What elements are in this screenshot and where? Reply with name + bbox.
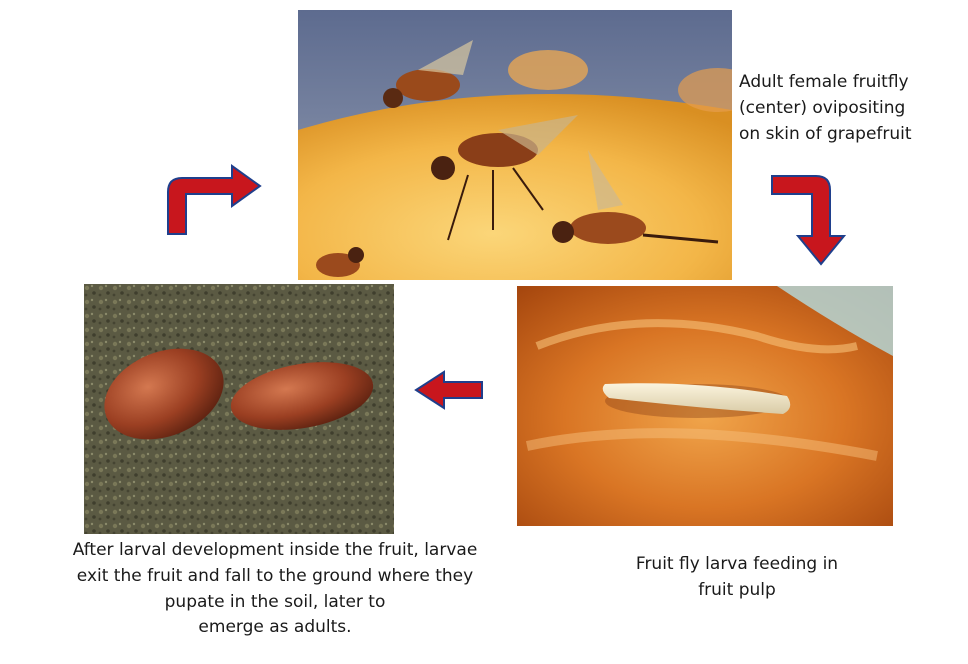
photo-adult-flies-on-grapefruit <box>298 10 732 280</box>
photo-larva-in-fruit-pulp <box>517 286 893 526</box>
caption-larva-feeding: Fruit fly larva feeding in fruit pulp <box>592 552 882 604</box>
caption-line: emerge as adults. <box>0 615 550 641</box>
caption-line: fruit pulp <box>592 578 882 604</box>
caption-line: Fruit fly larva feeding in <box>592 552 882 578</box>
caption-line: After larval development inside the frui… <box>0 538 550 564</box>
arrow-up-right-icon <box>162 162 264 236</box>
photo-pupae-in-soil <box>84 284 394 534</box>
arrow-left-icon <box>414 370 484 410</box>
caption-line: exit the fruit and fall to the ground wh… <box>0 564 550 590</box>
caption-line: Adult female fruitfly <box>739 70 964 96</box>
caption-line: (center) ovipositing <box>739 96 964 122</box>
caption-pupation-in-soil: After larval development inside the frui… <box>0 538 550 641</box>
arrow-right-down-icon <box>768 170 850 268</box>
caption-adult-female-ovipositing: Adult female fruitfly (center) ovipositi… <box>739 70 964 147</box>
caption-line: pupate in the soil, later to <box>0 590 550 616</box>
caption-line: on skin of grapefruit <box>739 122 964 148</box>
